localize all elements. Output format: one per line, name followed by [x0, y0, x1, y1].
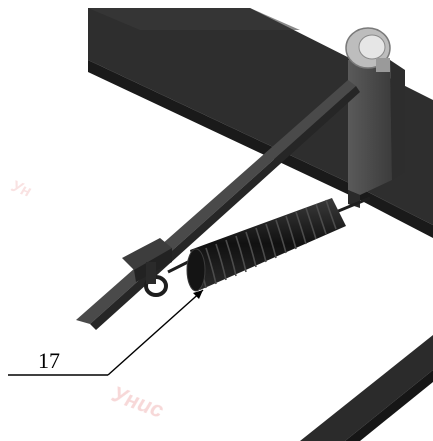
upright-bracket [348, 60, 405, 208]
callout-leader-line [8, 289, 204, 376]
bolt-icon [345, 27, 391, 72]
clip-bracket [122, 238, 172, 297]
svg-text:Унис: Унис [108, 381, 167, 423]
lower-beam [300, 335, 433, 441]
svg-text:Ун: Ун [9, 178, 34, 201]
top-beam [88, 8, 433, 238]
callout-label: 17 [38, 348, 60, 373]
spring [167, 196, 371, 292]
